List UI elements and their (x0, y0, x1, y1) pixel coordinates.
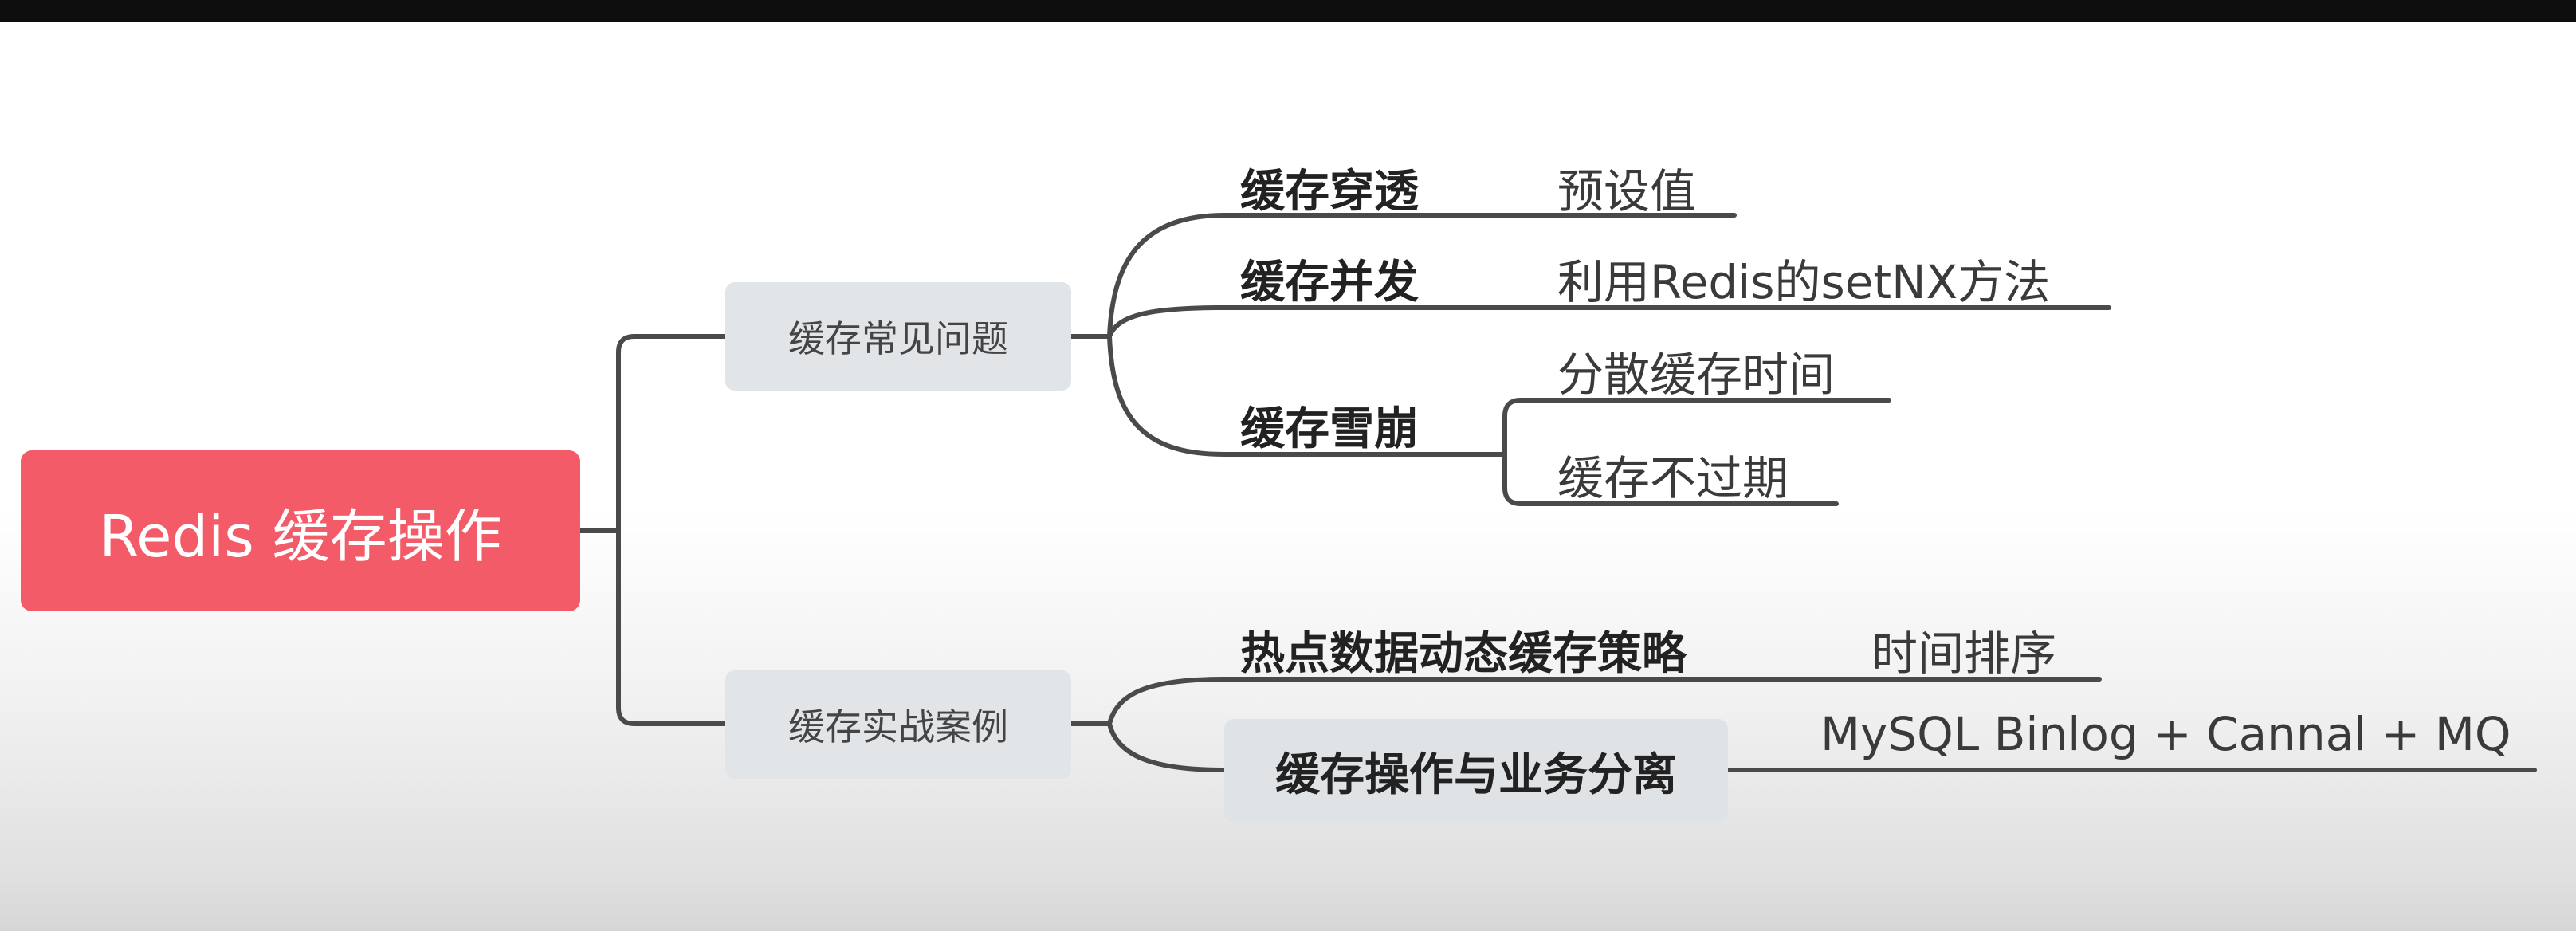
link-branch2-item-2 (1107, 721, 1227, 772)
topic-hot-data-strategy[interactable]: 热点数据动态缓存策略 (1240, 628, 1687, 680)
top-bar (0, 0, 2576, 22)
link-root-branch-1 (578, 334, 728, 533)
topic-decouple-cache-business[interactable]: 缓存操作与业务分离 (1224, 719, 1728, 823)
topic-label: 缓存操作与业务分离 (1275, 748, 1677, 801)
branch-label: 缓存实战案例 (788, 705, 1008, 748)
branch-label: 缓存常见问题 (788, 317, 1008, 360)
topic-cache-concurrency[interactable]: 缓存并发 (1240, 257, 1419, 308)
link-root-branch-2 (616, 528, 728, 726)
root-node[interactable]: Redis 缓存操作 (21, 450, 580, 611)
detail-setnx-method[interactable]: 利用Redis的setNX方法 (1557, 255, 2051, 309)
detail-no-expiry[interactable]: 缓存不过期 (1557, 451, 1789, 505)
link-branch1-item-1 (1069, 213, 1227, 339)
topic-cache-penetration[interactable]: 缓存穿透 (1240, 166, 1419, 218)
branch-node-practice-cases[interactable]: 缓存实战案例 (725, 670, 1071, 779)
topic-cache-avalanche[interactable]: 缓存雪崩 (1240, 403, 1419, 455)
link-item3-detail-1 (1502, 398, 1891, 457)
detail-preset-value[interactable]: 预设值 (1557, 164, 1697, 218)
link-branch1-item-2 (1107, 305, 1227, 339)
detail-spread-expiry[interactable]: 分散缓存时间 (1557, 348, 1836, 402)
link-branch1-item-3 (1107, 334, 1227, 457)
detail-time-sort[interactable]: 时间排序 (1871, 627, 2057, 681)
root-label: Redis 缓存操作 (99, 502, 502, 570)
detail-binlog-mq[interactable]: MySQL Binlog + Cannal + MQ (1820, 707, 2511, 761)
link-item3-detail-2 (1502, 452, 1839, 506)
link-branch2-item-1 (1069, 677, 1227, 726)
branch-node-common-problems[interactable]: 缓存常见问题 (725, 282, 1071, 391)
